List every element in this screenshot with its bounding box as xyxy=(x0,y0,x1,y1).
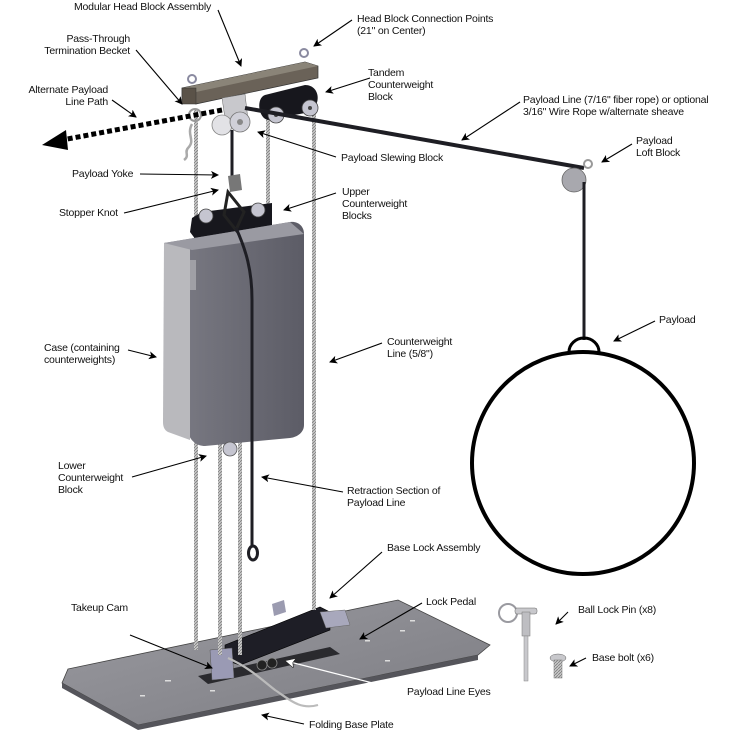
label-ball-lock-pin: Ball Lock Pin (x8) xyxy=(578,604,657,616)
arrow-retraction xyxy=(261,474,344,493)
arrow-payload-line-eyes xyxy=(286,661,401,691)
label-base-lock-assembly: Base Lock Assembly xyxy=(387,542,481,554)
label-modular-head-block: Modular Head Block Assembly xyxy=(74,1,211,13)
label-alternate-payload-line-path: Alternate Payload Line Path xyxy=(28,84,109,108)
label-payload-line-eyes: Payload Line Eyes xyxy=(407,686,491,698)
payload-loft-block xyxy=(561,159,593,193)
arrow-stopper-knot xyxy=(123,187,219,214)
payload-line xyxy=(244,106,585,170)
retraction-section xyxy=(234,227,259,562)
label-base-bolt: Base bolt (x6) xyxy=(592,652,654,664)
label-folding-base-plate: Folding Base Plate xyxy=(309,719,394,731)
lower-counterweight-block xyxy=(222,441,238,457)
alternate-payload-line-path xyxy=(42,107,223,150)
base-bolt-icon xyxy=(549,653,567,679)
arrow-cw-line xyxy=(329,342,383,364)
label-lower-counterweight-block: Lower Counterweight Block xyxy=(58,460,124,496)
label-tandem-counterweight-block: Tandem Counterweight Block xyxy=(368,67,434,103)
arrow-lock-pedal xyxy=(359,602,423,640)
label-case: Case (containing counterweights) xyxy=(44,342,120,366)
arrow-base-lock xyxy=(329,551,383,599)
arrow-modular-head-block xyxy=(217,9,243,67)
arrow-slewing-block xyxy=(257,130,337,158)
label-payload: Payload xyxy=(659,314,696,326)
arrow-case xyxy=(127,349,157,360)
arrow-loft-block xyxy=(601,143,633,163)
label-lock-pedal: Lock Pedal xyxy=(426,596,476,608)
payload-slewing-block xyxy=(211,93,251,136)
label-stopper-knot: Stopper Knot xyxy=(59,207,118,219)
label-payload-line: Payload Line (7/16" fiber rope) or optio… xyxy=(523,94,709,118)
counterweight-case xyxy=(163,221,304,446)
arrow-head-block-connection xyxy=(313,19,353,47)
label-takeup-cam: Takeup Cam xyxy=(71,602,128,614)
label-head-block-connection-points: Head Block Connection Points (21" on Cen… xyxy=(357,13,494,37)
label-retraction-section: Retraction Section of Payload Line xyxy=(347,485,441,509)
arrow-payload-line xyxy=(461,101,521,141)
label-pass-through-becket: Pass-Through Termination Becket xyxy=(44,33,130,57)
arrow-takeup-cam xyxy=(129,634,213,670)
leader-arrows xyxy=(111,9,656,725)
arrow-upper-blocks xyxy=(283,192,337,212)
arrow-yoke xyxy=(139,170,219,179)
label-payload-slewing-block: Payload Slewing Block xyxy=(341,152,444,164)
payload xyxy=(470,336,696,576)
arrow-tandem-block xyxy=(325,77,371,94)
label-payload-yoke: Payload Yoke xyxy=(72,168,134,180)
label-counterweight-line: Counterweight Line (5/8") xyxy=(387,336,453,360)
arrow-alternate-path xyxy=(111,99,137,118)
arrow-payload xyxy=(613,320,656,342)
arrow-ball-lock-pin xyxy=(555,611,569,625)
arrow-becket xyxy=(135,49,183,105)
modular-head-block xyxy=(181,48,319,105)
arrow-base-bolt xyxy=(569,657,587,667)
base-lock-assembly xyxy=(209,600,351,708)
arrow-folding-base-plate xyxy=(261,712,305,725)
label-payload-loft-block: Payload Loft Block xyxy=(636,135,681,159)
ball-lock-pin-icon xyxy=(498,603,538,682)
label-upper-counterweight-blocks: Upper Counterweight Blocks xyxy=(342,186,408,222)
arrow-lower-block xyxy=(131,454,207,478)
